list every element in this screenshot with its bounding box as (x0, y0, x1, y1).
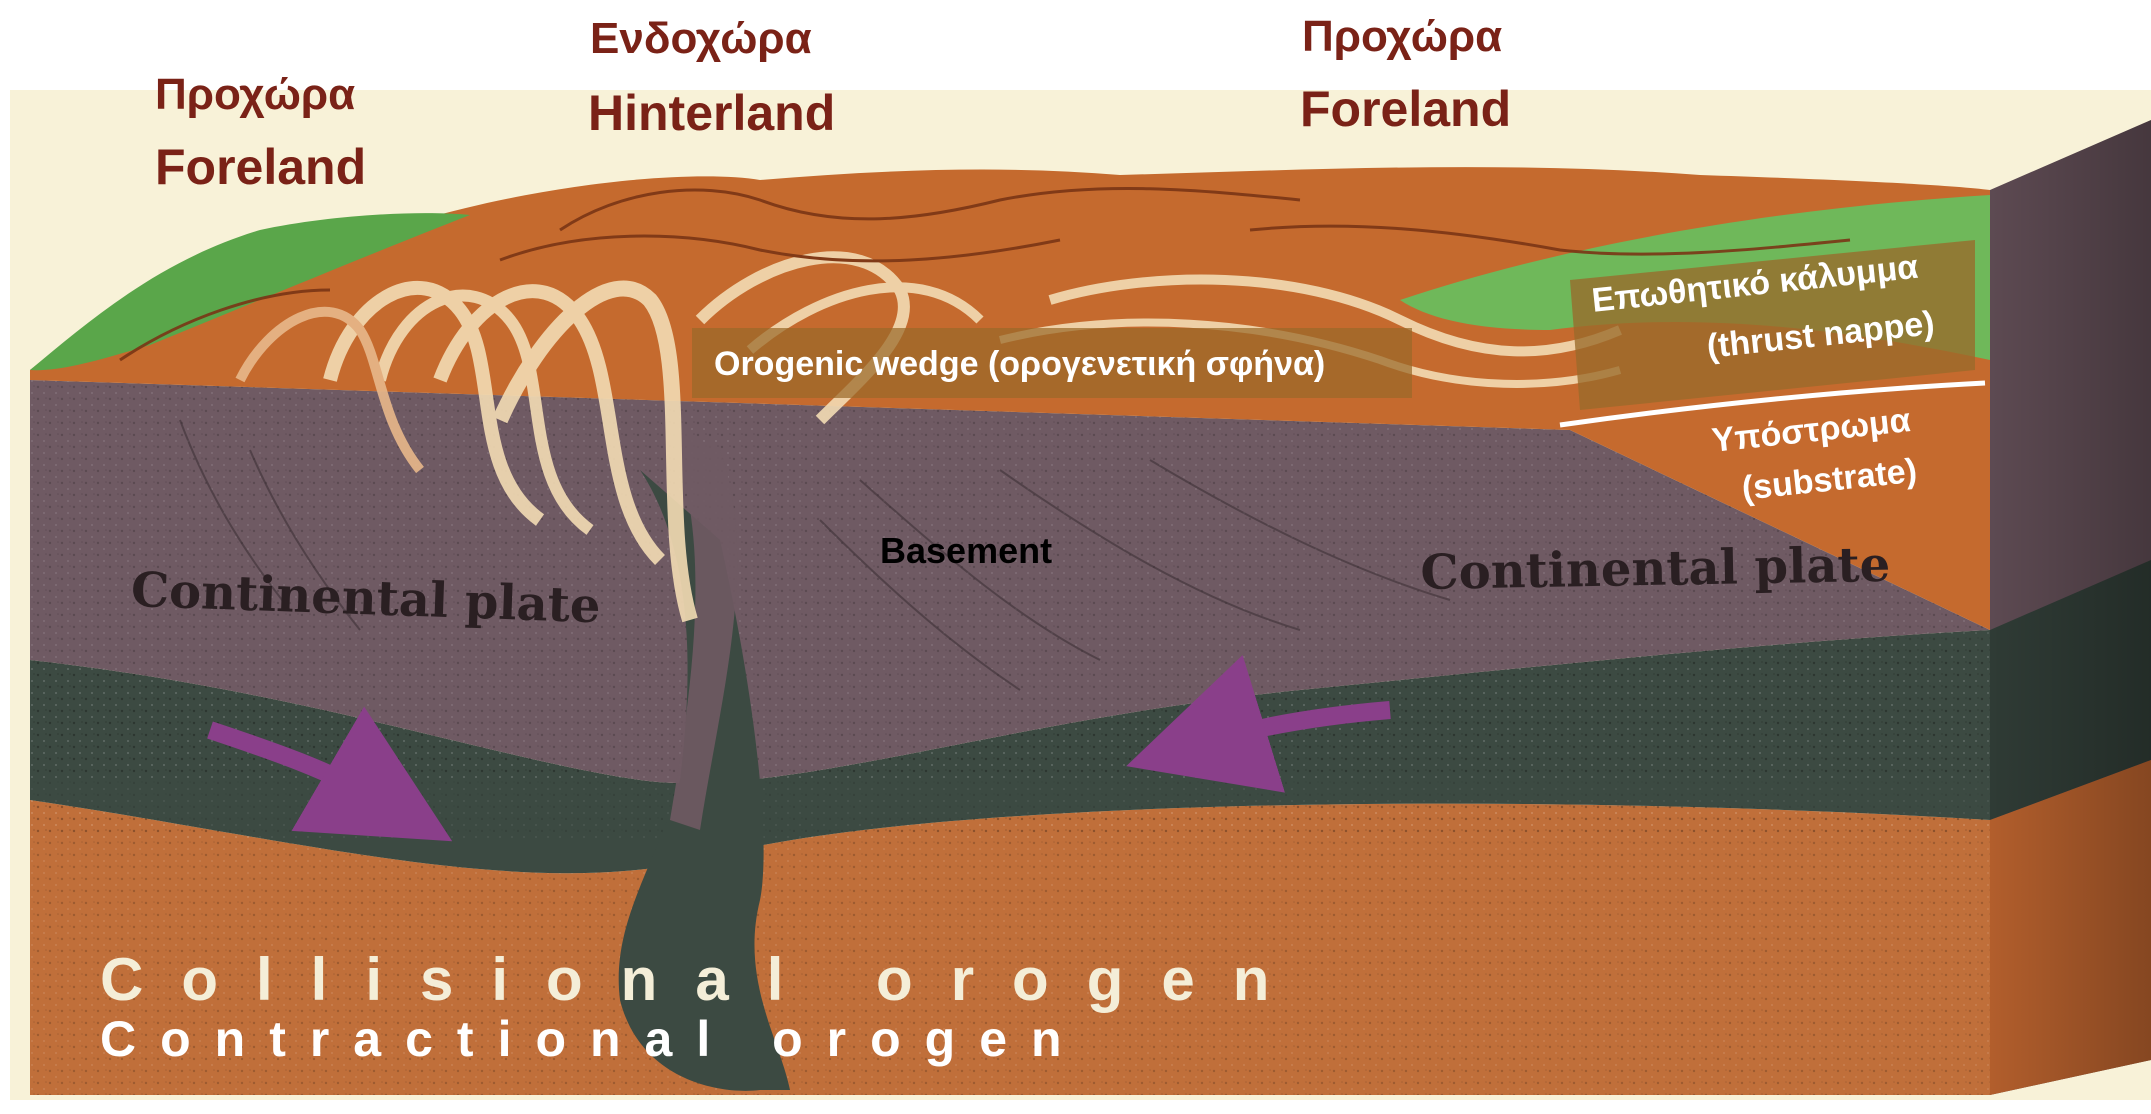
label-continental-plate-right: Continental plate (1420, 537, 1891, 601)
heading-left-english: Foreland (155, 138, 366, 196)
label-basement: Basement (880, 530, 1052, 572)
title-contractional-orogen: Contractional orogen (100, 1010, 1086, 1068)
heading-right-greek: Προχώρα (1302, 12, 1502, 62)
title-collisional-orogen: Collisional orogen (100, 945, 1307, 1014)
heading-center-english: Hinterland (588, 84, 835, 142)
label-orogenic-wedge: Orogenic wedge (ορογενετική σφήνα) (714, 345, 1325, 384)
heading-center-greek: Ενδοχώρα (590, 14, 812, 64)
heading-left-greek: Προχώρα (155, 70, 355, 120)
heading-right-english: Foreland (1300, 80, 1511, 138)
